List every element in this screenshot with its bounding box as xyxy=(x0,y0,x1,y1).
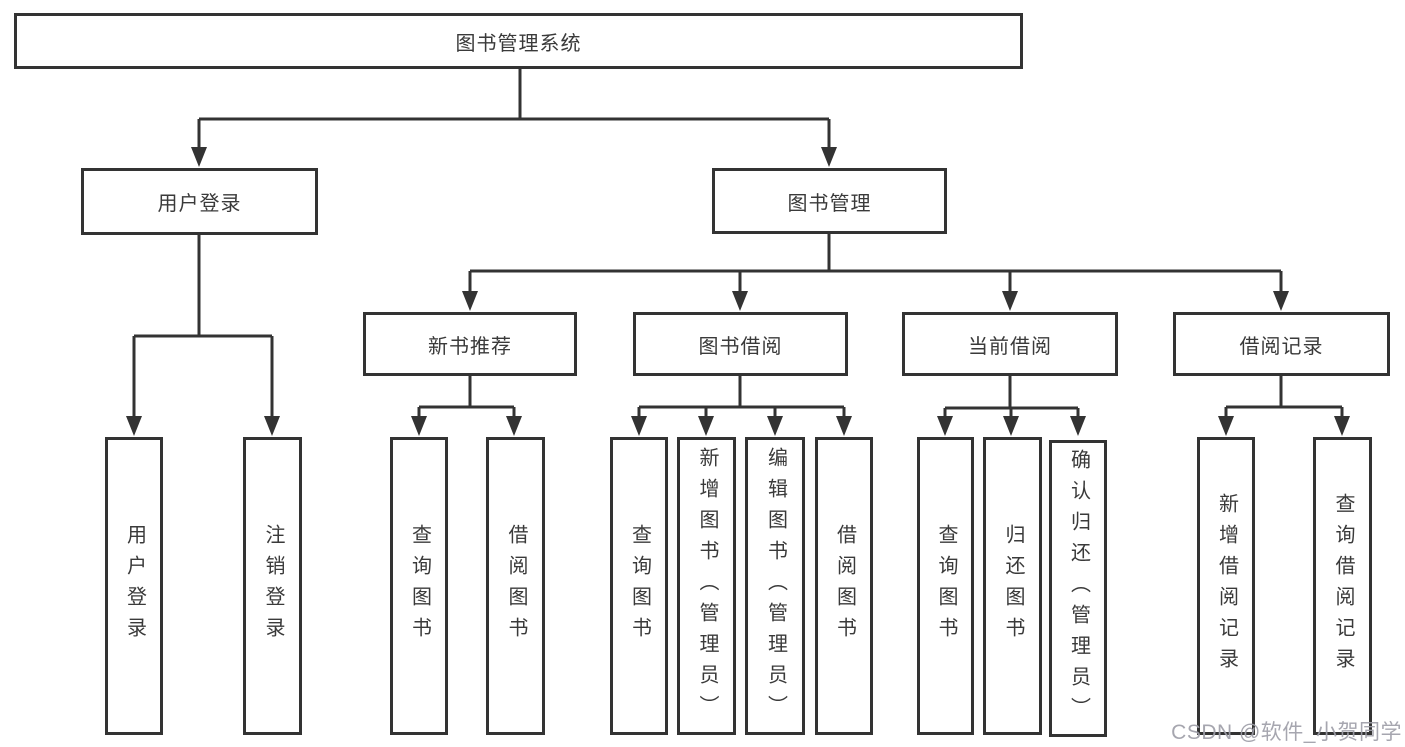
node-current-borrow: 当前借阅 xyxy=(902,312,1118,376)
connector-root-split xyxy=(197,68,831,152)
arrowheads xyxy=(126,147,1350,436)
node-book-borrow: 图书借阅 xyxy=(633,312,848,376)
leaf-br-query-borrow-record: 查询借阅记录 xyxy=(1313,437,1372,735)
node-new-book-recommend: 新书推荐 xyxy=(363,312,577,376)
node-user-login: 用户登录 xyxy=(81,168,318,235)
connector-current-borrow-split xyxy=(943,376,1080,422)
connector-borrow-records-split xyxy=(1224,376,1344,422)
leaf-cb-query-books: 查询图书 xyxy=(917,437,974,735)
leaf-cb-return-books: 归还图书 xyxy=(983,437,1042,735)
leaf-bb-borrow-books-label: 借阅图书 xyxy=(833,524,856,648)
leaf-nb-borrow-books-label: 借阅图书 xyxy=(505,524,527,648)
leaf-user-login-label: 用户登录 xyxy=(123,524,146,648)
leaf-bb-edit-books-admin-label: 编辑图书（管理员） xyxy=(764,446,787,726)
leaf-br-add-borrow-record-label: 新增借阅记录 xyxy=(1215,493,1238,679)
leaf-nb-borrow-books: 借阅图书 xyxy=(486,437,545,735)
leaf-cb-query-books-label: 查询图书 xyxy=(935,524,957,648)
leaf-bb-add-books-admin-label: 新增图书（管理员） xyxy=(696,446,718,726)
leaf-user-login: 用户登录 xyxy=(105,437,163,735)
connector-user-login-split xyxy=(132,235,274,422)
leaf-nb-query-books-label: 查询图书 xyxy=(408,524,431,648)
leaf-logout-login: 注销登录 xyxy=(243,437,302,735)
leaf-bb-edit-books-admin: 编辑图书（管理员） xyxy=(745,437,805,735)
node-borrow-records: 借阅记录 xyxy=(1173,312,1390,376)
leaf-cb-return-books-label: 归还图书 xyxy=(1002,524,1024,648)
leaf-br-add-borrow-record: 新增借阅记录 xyxy=(1197,437,1255,735)
leaf-cb-confirm-return-admin-label: 确认归还（管理员） xyxy=(1067,449,1090,728)
leaf-bb-borrow-books: 借阅图书 xyxy=(815,437,873,735)
leaf-cb-confirm-return-admin: 确认归还（管理员） xyxy=(1049,440,1107,737)
leaf-bb-query-books-label: 查询图书 xyxy=(628,524,651,648)
leaf-br-query-borrow-record-label: 查询借阅记录 xyxy=(1332,493,1354,679)
connector-book-management-split xyxy=(468,234,1283,297)
leaf-logout-login-label: 注销登录 xyxy=(262,524,284,648)
leaf-bb-add-books-admin: 新增图书（管理员） xyxy=(677,437,736,735)
leaf-nb-query-books: 查询图书 xyxy=(390,437,448,735)
connector-book-borrow-split xyxy=(637,376,846,422)
csdn-watermark: CSDN @软件_小贺同学 xyxy=(1171,721,1402,744)
connector-new-book-split xyxy=(417,376,516,422)
node-book-management: 图书管理 xyxy=(712,168,947,234)
leaf-bb-query-books: 查询图书 xyxy=(610,437,668,735)
node-root: 图书管理系统 xyxy=(14,13,1023,69)
